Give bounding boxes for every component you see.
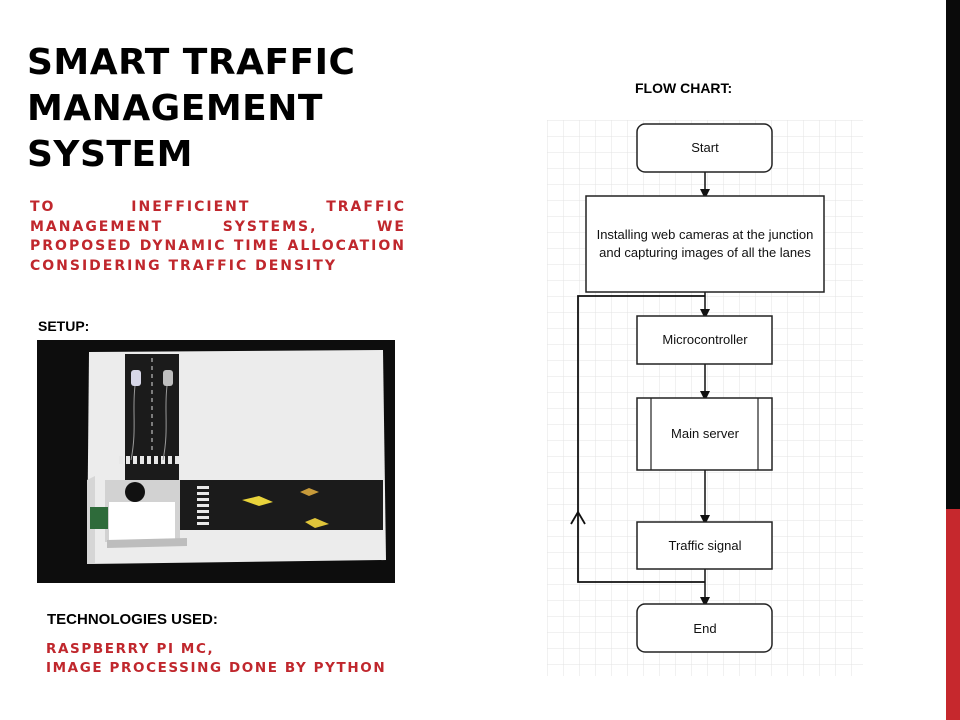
feedback-arrow-head	[570, 510, 586, 525]
node-main-server: Main server	[636, 397, 773, 471]
node-micro-label: Microcontroller	[662, 332, 748, 347]
technology-item: RASPBERRY PI MC,	[46, 641, 215, 657]
node-server-label: Main server	[671, 426, 740, 441]
node-signal-label: Traffic signal	[669, 538, 742, 553]
title-line-3: SYSTEM	[27, 134, 193, 175]
flowchart: Start Installing web cameras at the junc…	[547, 120, 863, 676]
title-line-1: SMART TRAFFIC	[27, 42, 356, 83]
technology-item: IMAGE PROCESSING DONE BY PYTHON	[46, 660, 387, 676]
node-end: End	[636, 603, 773, 653]
technologies-list: RASPBERRY PI MC, IMAGE PROCESSING DONE B…	[46, 640, 386, 678]
node-end-label: End	[693, 621, 716, 636]
setup-photo	[37, 340, 395, 583]
setup-label: SETUP:	[38, 318, 90, 334]
node-start-label: Start	[691, 140, 719, 155]
node-microcontroller: Microcontroller	[636, 315, 773, 365]
node-capture-label-line2: and capturing images of all the lanes	[599, 245, 811, 260]
title-line-2: MANAGEMENT	[27, 88, 323, 129]
node-traffic-signal: Traffic signal	[636, 521, 773, 570]
slide-title: SMART TRAFFIC MANAGEMENT SYSTEM	[27, 40, 427, 178]
node-capture-label-line1: Installing web cameras at the junction	[597, 227, 814, 242]
technologies-label: TECHNOLOGIES USED:	[47, 611, 218, 628]
node-start: Start	[636, 123, 773, 173]
node-capture: Installing web cameras at the junction a…	[585, 195, 825, 293]
flowchart-label: FLOW CHART:	[635, 80, 733, 96]
feedback-loop	[577, 295, 705, 583]
intro-text: TO INEFFICIENT TRAFFIC MANAGEMENT SYSTEM…	[30, 199, 406, 274]
side-accent-bar-red	[946, 509, 960, 720]
